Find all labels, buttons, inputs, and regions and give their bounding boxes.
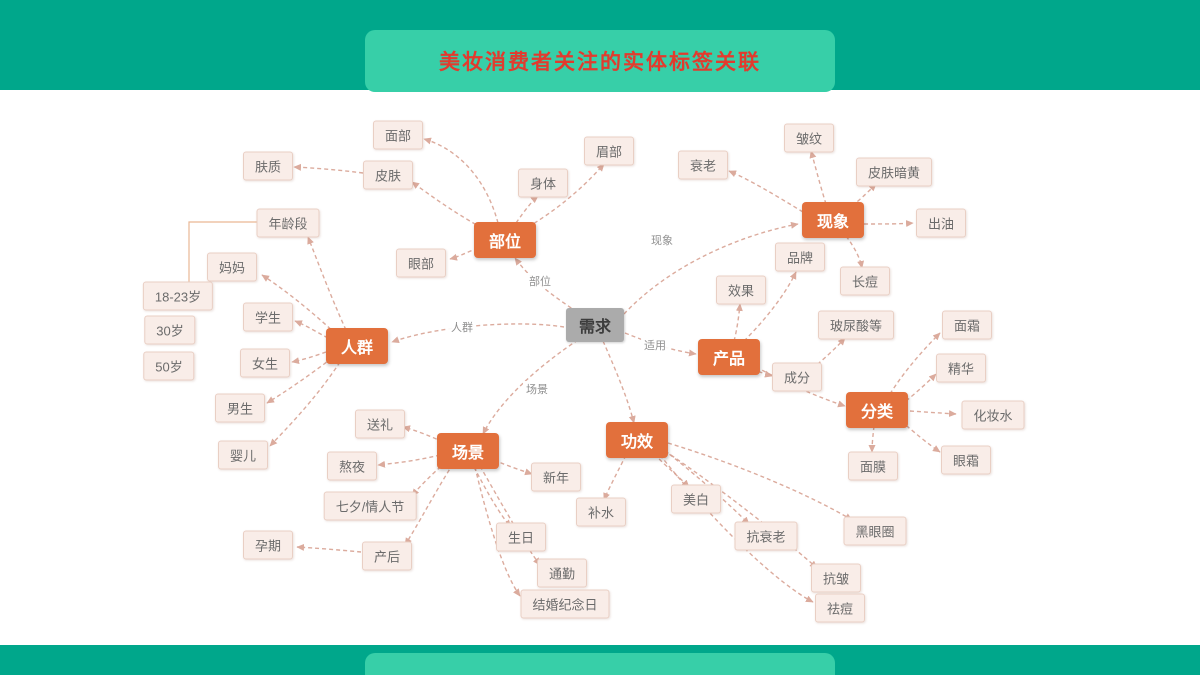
node-leaf-nansheng[interactable]: 男生 <box>214 393 266 423</box>
bottom-panel <box>365 653 835 675</box>
node-leaf-mianbu[interactable]: 面部 <box>372 120 424 150</box>
node-leaf-xuesheng[interactable]: 学生 <box>242 302 294 332</box>
node-leaf-tongqin[interactable]: 通勤 <box>536 558 588 588</box>
node-category-buwei[interactable]: 部位 <box>473 222 537 258</box>
node-leaf-nianlingduan[interactable]: 年龄段 <box>256 208 320 238</box>
edge-label-shiyong: 适用 <box>641 337 669 353</box>
page-title: 美妆消费者关注的实体标签关联 <box>439 51 761 74</box>
node-leaf-qixi-qingrenjie[interactable]: 七夕/情人节 <box>323 491 417 521</box>
node-leaf-age-30[interactable]: 30岁 <box>144 315 196 345</box>
node-category-gongxiao[interactable]: 功效 <box>605 422 669 458</box>
node-leaf-age-50[interactable]: 50岁 <box>143 351 195 381</box>
node-leaf-pifu[interactable]: 皮肤 <box>362 160 414 190</box>
node-leaf-kangzhou[interactable]: 抗皱 <box>810 563 862 593</box>
edge-label-changjing: 场景 <box>523 381 551 397</box>
node-leaf-pinpai[interactable]: 品牌 <box>774 242 826 272</box>
edge-label-buwei: 部位 <box>526 273 554 289</box>
node-leaf-pifu-anhuang[interactable]: 皮肤暗黄 <box>855 157 933 187</box>
node-leaf-meibai[interactable]: 美白 <box>670 484 722 514</box>
edge-label-renqun: 人群 <box>448 319 476 335</box>
node-leaf-qudou[interactable]: 祛痘 <box>814 593 866 623</box>
node-leaf-fuzhi[interactable]: 肤质 <box>242 151 294 181</box>
node-leaf-yanshuang[interactable]: 眼霜 <box>940 445 992 475</box>
title-panel: 美妆消费者关注的实体标签关联 <box>365 30 835 92</box>
node-leaf-xinnian[interactable]: 新年 <box>530 462 582 492</box>
node-leaf-heiyanquan[interactable]: 黑眼圈 <box>843 516 907 546</box>
node-leaf-boniaosuan-deng[interactable]: 玻尿酸等 <box>817 310 895 340</box>
edge-label-xianxiang: 现象 <box>648 232 676 248</box>
node-leaf-yunqi[interactable]: 孕期 <box>242 530 294 560</box>
node-leaf-kang-shuailao[interactable]: 抗衰老 <box>734 521 798 551</box>
node-leaf-songli[interactable]: 送礼 <box>354 409 406 439</box>
node-category-changjing[interactable]: 场景 <box>436 433 500 469</box>
node-leaf-shenti[interactable]: 身体 <box>517 168 569 198</box>
node-center-xuqiu[interactable]: 需求 <box>565 308 625 342</box>
node-leaf-yanbu[interactable]: 眼部 <box>395 248 447 278</box>
node-category-fenlei[interactable]: 分类 <box>845 392 909 428</box>
node-leaf-mianshuang[interactable]: 面霜 <box>941 310 993 340</box>
node-leaf-huazhuangshui[interactable]: 化妆水 <box>961 400 1025 430</box>
node-category-renqun[interactable]: 人群 <box>325 328 389 364</box>
node-leaf-nvsheng[interactable]: 女生 <box>239 348 291 378</box>
node-leaf-yinger[interactable]: 婴儿 <box>217 440 269 470</box>
node-leaf-chuyou[interactable]: 出油 <box>915 208 967 238</box>
node-leaf-chengfen[interactable]: 成分 <box>771 362 823 392</box>
node-leaf-aoye[interactable]: 熬夜 <box>326 451 378 481</box>
node-leaf-zhangdou[interactable]: 长痘 <box>839 266 891 296</box>
node-leaf-meibu[interactable]: 眉部 <box>583 136 635 166</box>
node-leaf-jiehun-jinianri[interactable]: 结婚纪念日 <box>520 589 610 619</box>
node-leaf-bushui[interactable]: 补水 <box>575 497 627 527</box>
node-leaf-shuailao[interactable]: 衰老 <box>677 150 729 180</box>
node-leaf-chanhou[interactable]: 产后 <box>361 541 413 571</box>
node-leaf-mianmo[interactable]: 面膜 <box>847 451 899 481</box>
node-leaf-zhouwen[interactable]: 皱纹 <box>783 123 835 153</box>
node-leaf-xiaoguo[interactable]: 效果 <box>715 275 767 305</box>
node-category-chanpin[interactable]: 产品 <box>697 339 761 375</box>
node-category-xianxiang[interactable]: 现象 <box>801 202 865 238</box>
node-leaf-mama[interactable]: 妈妈 <box>206 252 258 282</box>
node-leaf-age-18-23[interactable]: 18-23岁 <box>142 281 214 311</box>
node-leaf-jinghua[interactable]: 精华 <box>935 353 987 383</box>
node-leaf-shengri[interactable]: 生日 <box>495 522 547 552</box>
